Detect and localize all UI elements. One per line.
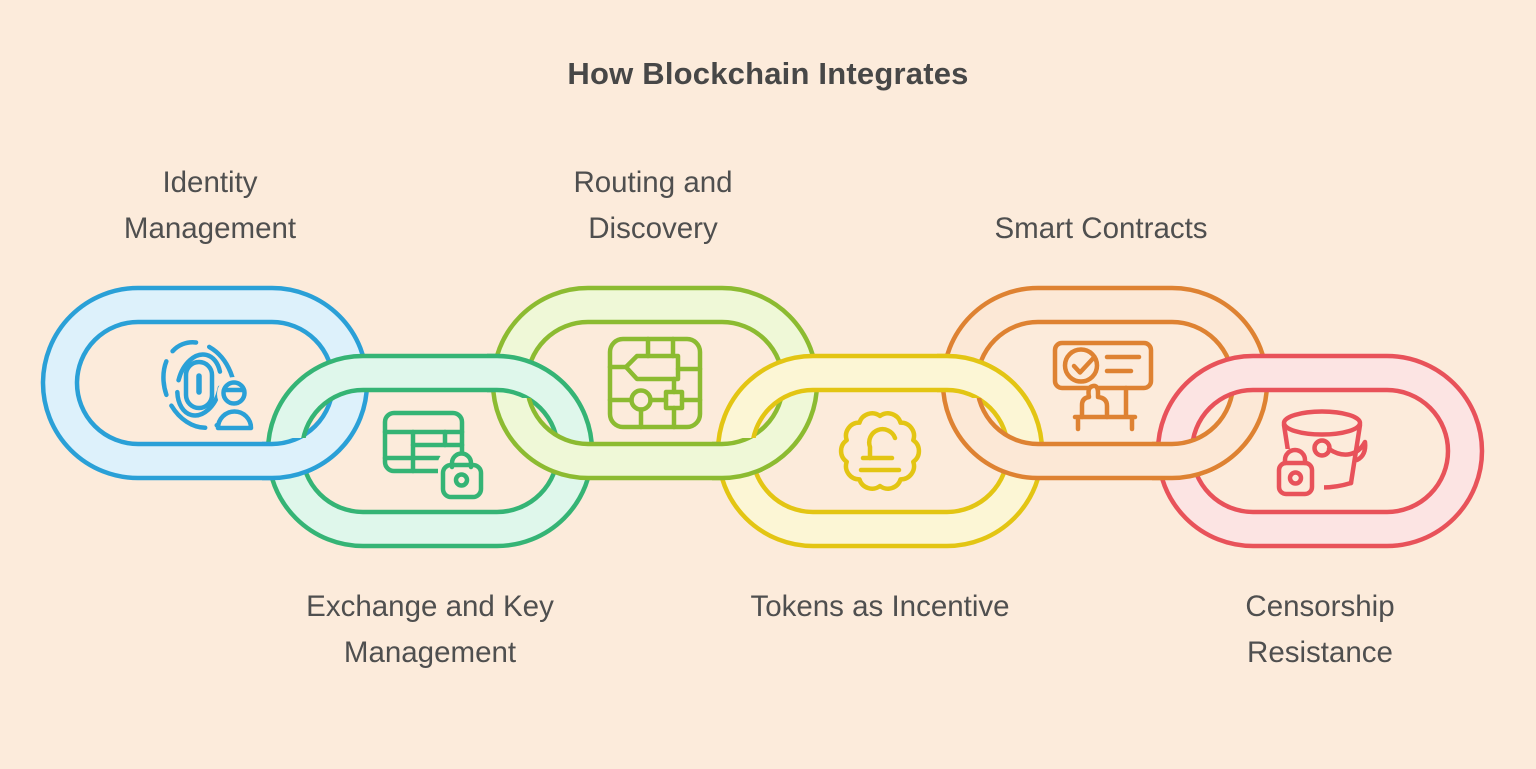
contract-check-icon xyxy=(1052,340,1154,432)
table-lock-icon xyxy=(382,410,488,505)
page-title: How Blockchain Integrates xyxy=(567,56,969,91)
fingerprint-user-icon xyxy=(161,340,254,431)
label-identity-management: Identity Management xyxy=(123,166,297,245)
chain-link-exchange-key-management xyxy=(265,353,595,549)
label-censorship-resistance: Censorship Resistance xyxy=(1245,590,1395,669)
label-routing-discovery: Routing and Discovery xyxy=(573,166,733,245)
pound-coin-icon xyxy=(838,411,922,491)
chain-link-censorship-resistance xyxy=(1155,353,1485,549)
chain-link-tokens-incentive xyxy=(715,353,1045,549)
label-tokens-incentive: Tokens as Incentive xyxy=(750,590,1010,623)
label-smart-contracts: Smart Contracts xyxy=(994,212,1208,245)
bucket-lock-icon xyxy=(1270,409,1368,503)
chip-flowchart-icon xyxy=(607,336,703,430)
label-exchange-key-management: Exchange and Key Management xyxy=(306,590,554,669)
